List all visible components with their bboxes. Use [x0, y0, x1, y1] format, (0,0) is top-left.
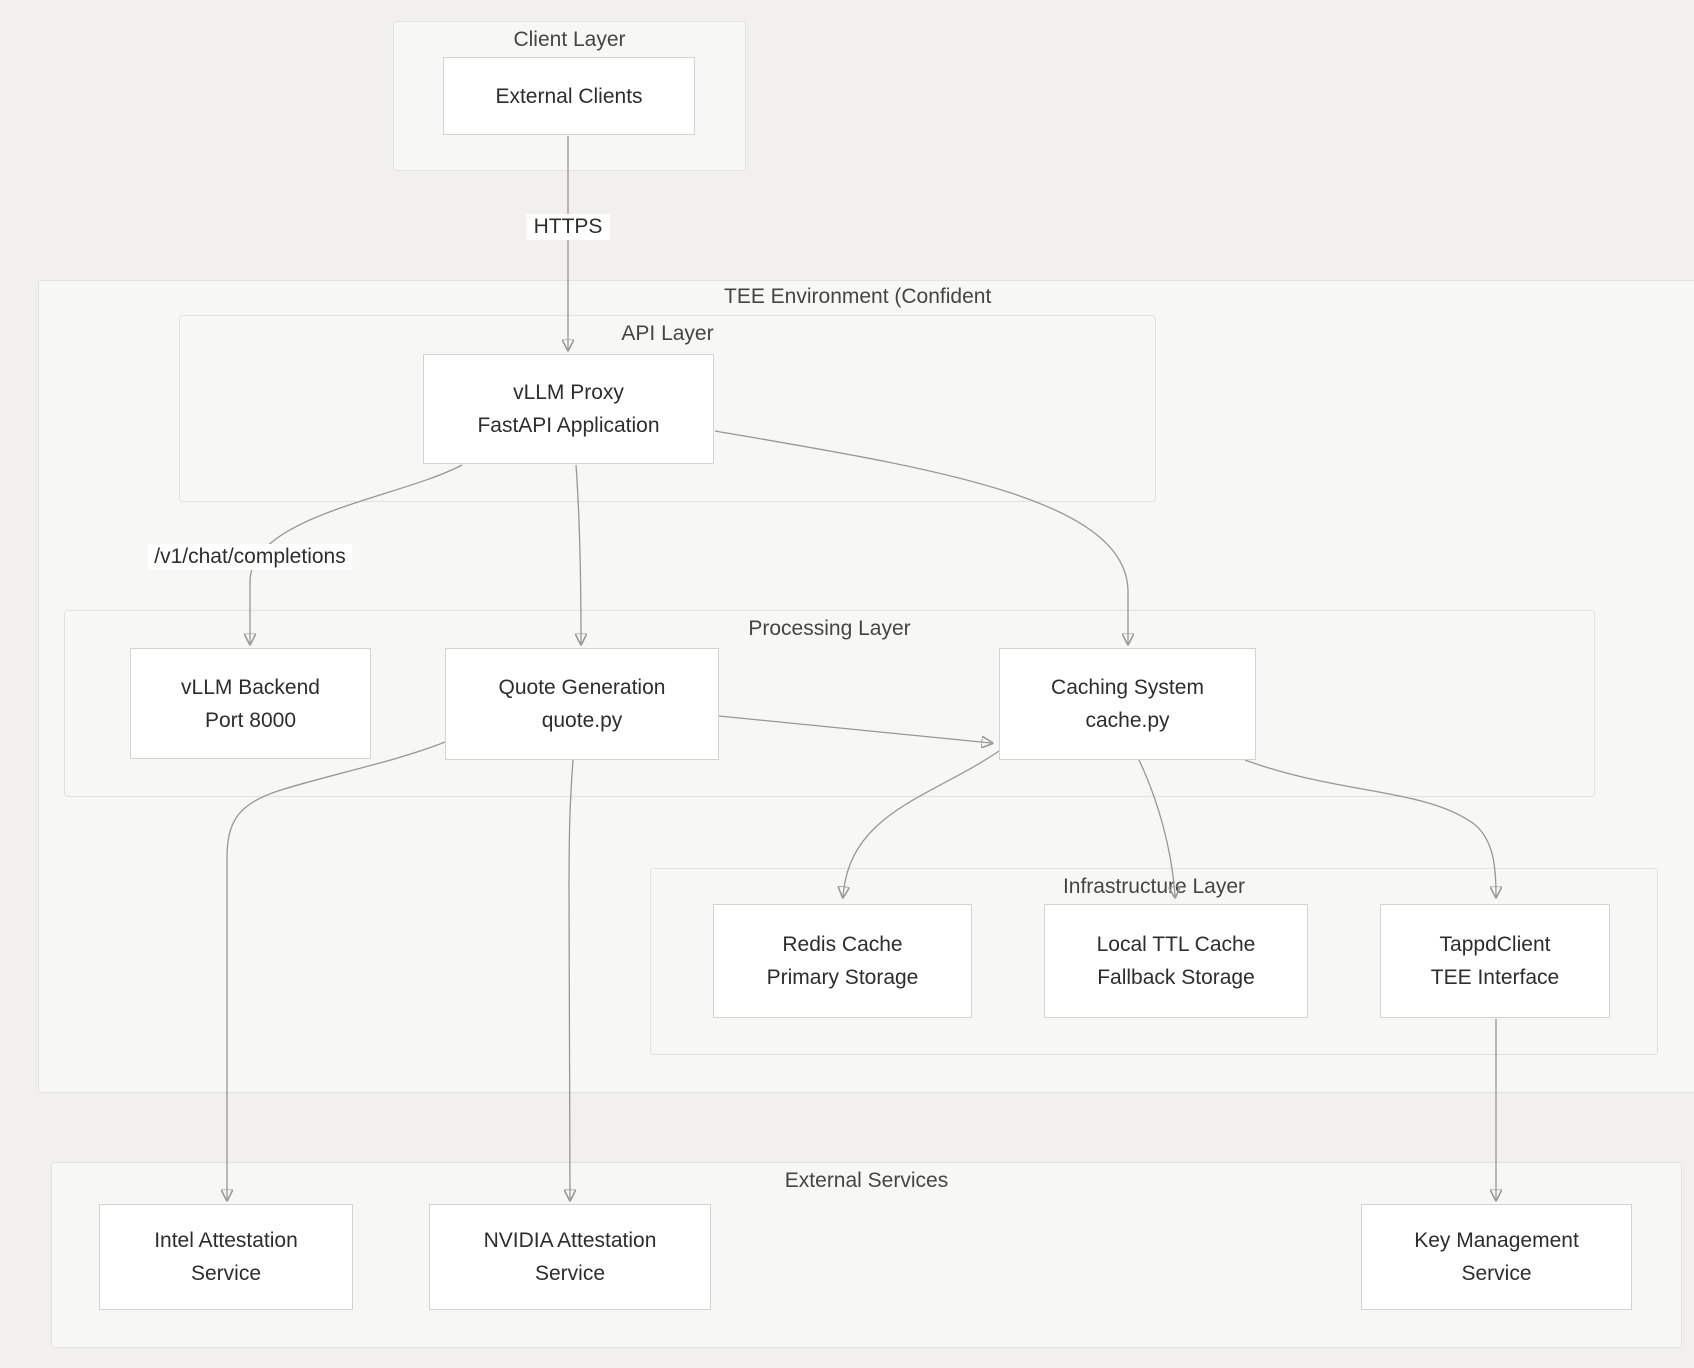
node-vllm-backend-title: vLLM Backend — [181, 675, 320, 699]
node-vllm-proxy-title: vLLM Proxy — [513, 381, 624, 404]
node-caching-system-title: Caching System — [1051, 676, 1204, 699]
node-redis-cache-subtitle: Primary Storage — [766, 966, 919, 989]
cluster-client-layer-label: Client Layer — [513, 28, 626, 51]
node-vllm-proxy: vLLM Proxy FastAPI Application — [423, 354, 714, 464]
node-quote-generation: Quote Generation quote.py — [445, 648, 719, 760]
node-intel-attestation-title: Intel Attestation — [154, 1229, 298, 1252]
node-vllm-proxy-subtitle: FastAPI Application — [477, 414, 660, 437]
node-nvidia-attestation-subtitle: Service — [534, 1262, 606, 1285]
node-tappdclient-title: TappdClient — [1439, 933, 1551, 956]
node-redis-cache-title: Redis Cache — [782, 933, 903, 956]
cluster-api-layer-label: API Layer — [621, 322, 714, 345]
node-nvidia-attestation-title: NVIDIA Attestation — [483, 1229, 657, 1252]
node-caching-system: Caching System cache.py — [999, 648, 1256, 760]
node-vllm-backend: vLLM Backend Port 8000 — [130, 648, 371, 759]
edge-label-https: HTTPS — [526, 214, 610, 240]
node-external-clients-title: External Clients — [495, 84, 643, 108]
node-redis-cache: Redis Cache Primary Storage — [713, 904, 972, 1018]
node-quote-generation-title: Quote Generation — [498, 676, 666, 699]
node-local-ttl-cache-title: Local TTL Cache — [1096, 933, 1256, 956]
node-caching-system-subtitle: cache.py — [1085, 709, 1170, 732]
cluster-external-services-label: External Services — [784, 1169, 949, 1192]
cluster-tee-environment-label: TEE Environment (Confident — [724, 285, 992, 308]
node-intel-attestation: Intel Attestation Service — [99, 1204, 353, 1310]
edge-label-chat-endpoint: /v1/chat/completions — [147, 544, 353, 570]
node-tappdclient-subtitle: TEE Interface — [1430, 966, 1560, 989]
node-quote-generation-subtitle: quote.py — [541, 709, 623, 732]
node-key-management-title: Key Management — [1414, 1229, 1579, 1252]
node-local-ttl-cache-subtitle: Fallback Storage — [1097, 966, 1255, 989]
node-external-clients: External Clients — [443, 57, 695, 135]
node-tappdclient: TappdClient TEE Interface — [1380, 904, 1610, 1018]
node-vllm-backend-subtitle: Port 8000 — [204, 708, 297, 732]
node-local-ttl-cache: Local TTL Cache Fallback Storage — [1044, 904, 1308, 1018]
node-key-management-subtitle: Service — [1461, 1262, 1532, 1285]
cluster-processing-layer-label: Processing Layer — [748, 617, 911, 640]
node-intel-attestation-subtitle: Service — [190, 1262, 262, 1285]
cluster-infrastructure-layer-label: Infrastructure Layer — [1062, 875, 1246, 898]
node-nvidia-attestation: NVIDIA Attestation Service — [429, 1204, 711, 1310]
node-key-management: Key Management Service — [1361, 1204, 1632, 1310]
